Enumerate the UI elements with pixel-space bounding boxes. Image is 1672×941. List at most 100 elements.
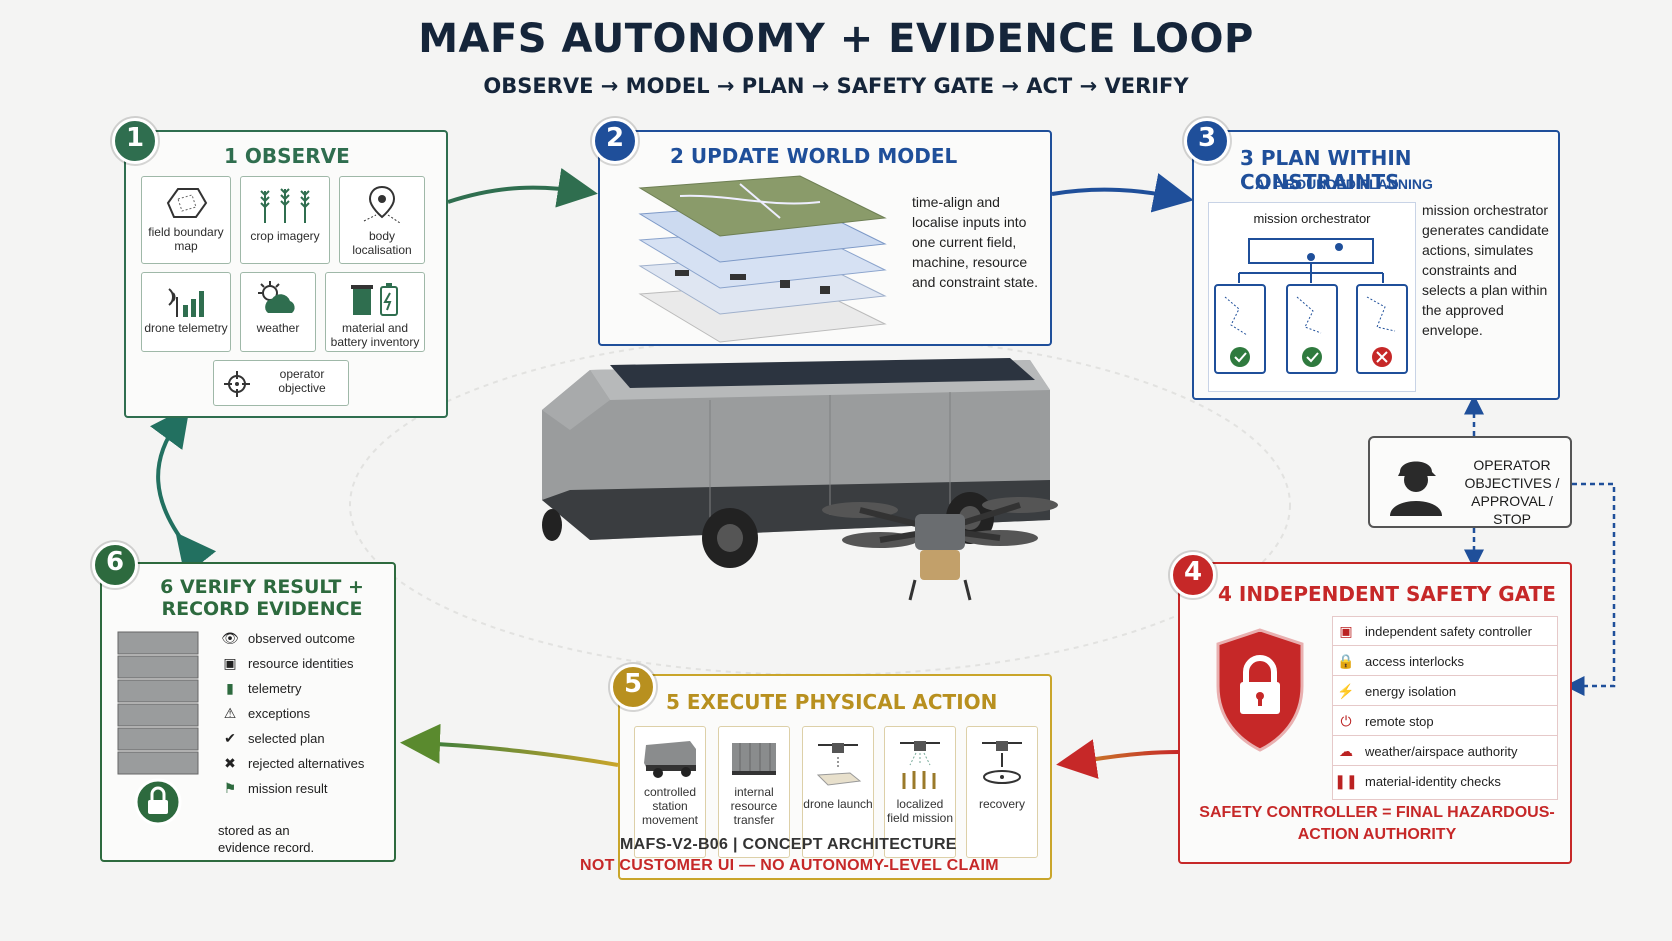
arrow-safety-to-execute <box>1056 739 1179 779</box>
exec-tile-label: drone launch <box>803 797 873 811</box>
safety-item: ▣independent safety controller <box>1333 617 1557 646</box>
page-title: MAFS AUTONOMY + EVIDENCE LOOP <box>418 16 1254 62</box>
exec-tile-drone-launch: drone launch <box>802 726 874 858</box>
power-icon: ⏻ <box>1340 712 1352 729</box>
safety-item-label: material-identity checks <box>1365 773 1501 789</box>
warning-icon: ⚠ <box>223 704 237 721</box>
safety-item: ☁ weather/airspace authority <box>1333 737 1557 766</box>
arrow-verify-to-observe <box>150 405 217 577</box>
tile-label: material and battery inventory <box>330 321 420 349</box>
safety-list: ▣independent safety controller 🔒 access i… <box>1332 616 1558 800</box>
exec-tile-label: controlled station movement <box>641 785 699 827</box>
weather-icon <box>258 281 295 313</box>
safety-item: ⏻remote stop <box>1333 707 1557 736</box>
tile-label: operator objective <box>278 367 326 395</box>
safety-item-label: access interlocks <box>1365 653 1464 669</box>
verify-item: ⚑ mission result <box>218 776 386 800</box>
plan-title: 3 PLAN WITHIN CONSTRAINTS <box>1240 146 1412 194</box>
observe-card: 1 OBSERVE field boundary map crop imager… <box>124 130 448 418</box>
verify-item-label: exceptions <box>248 705 311 721</box>
verify-item: ⚠ exceptions <box>218 701 386 725</box>
drone-recovery-icon <box>982 741 1022 784</box>
exec-tile-label: localized field mission <box>886 797 954 825</box>
tile-label: field boundary map <box>148 225 224 253</box>
verify-item: ▣ resource identities <box>218 651 386 675</box>
field-boundary-icon <box>166 188 208 218</box>
arrow-operator-stop-loop <box>1564 482 1616 696</box>
lock-icon: 🔒 <box>1337 652 1355 669</box>
shield-lock-icon <box>1216 628 1304 752</box>
tile-material-battery: material and battery inventory <box>325 272 425 352</box>
verify-title: 6 VERIFY RESULT + RECORD EVIDENCE <box>160 576 364 620</box>
observe-badge: 1 <box>112 118 158 164</box>
tile-label: crop imagery <box>250 229 320 243</box>
plan-subtitle: AI = BOUNDED PLANNING <box>1255 176 1433 192</box>
footer-disclaimer: NOT CUSTOMER UI — NO AUTONOMY-LEVEL CLAI… <box>580 857 999 874</box>
tile-weather: weather <box>240 272 316 352</box>
cloud-icon: ☁ <box>1339 742 1353 759</box>
container-icon <box>732 743 776 775</box>
tile-operator-objective: operator objective <box>213 360 349 406</box>
verify-card: 6 VERIFY RESULT + RECORD EVIDENCE 👁obser… <box>100 562 396 862</box>
tile-crop-imagery: crop imagery <box>240 176 330 264</box>
verify-item: ✔selected plan <box>218 726 386 750</box>
world-model-layers <box>638 175 887 343</box>
safety-item-label: weather/airspace authority <box>1365 743 1518 759</box>
tile-label: weather <box>256 321 300 335</box>
battery-icon <box>351 283 398 316</box>
verify-item: ▮telemetry <box>218 676 386 700</box>
model-description: time-align and localise inputs into one … <box>912 194 1039 290</box>
vehicle-drone-illustration <box>542 358 1058 601</box>
safety-item: 🔒 access interlocks <box>1333 647 1557 676</box>
safety-item-label: energy isolation <box>1365 683 1457 699</box>
safety-badge: 4 <box>1170 552 1216 598</box>
verify-item-label: rejected alternatives <box>248 755 365 771</box>
plan-approved-icon <box>1302 347 1322 367</box>
orchestrator-diagram <box>1214 238 1408 374</box>
page-subtitle: OBSERVE → MODEL → PLAN → SAFETY GATE → A… <box>483 74 1189 98</box>
location-pin-icon <box>363 185 401 224</box>
plan-approved-icon <box>1230 347 1250 367</box>
operator-box: OPERATOR OBJECTIVES / APPROVAL / STOP <box>1368 436 1572 528</box>
drone-launch-icon <box>816 743 862 786</box>
tile-label: drone telemetry <box>144 321 228 335</box>
safety-item: ⚡energy isolation <box>1333 677 1557 706</box>
plan-card: 3 PLAN WITHIN CONSTRAINTS AI = BOUNDED P… <box>1192 130 1560 400</box>
footer-architecture-id: MAFS-V2-B06 | CONCEPT ARCHITECTURE <box>620 836 957 853</box>
verify-badge: 6 <box>92 542 138 588</box>
crosshair-icon <box>224 371 250 397</box>
drone-spray-icon <box>900 741 940 789</box>
tile-field-boundary: field boundary map <box>141 176 231 264</box>
safety-card: 4 INDEPENDENT SAFETY GATE ▣independent s… <box>1178 562 1572 864</box>
verify-item: ✖ rejected alternatives <box>218 751 386 775</box>
orchestrator-panel: mission orchestrator <box>1208 202 1416 392</box>
eye-icon: 👁 <box>221 629 239 646</box>
orchestrator-label: mission orchestrator <box>1253 211 1371 226</box>
verify-item-label: resource identities <box>248 655 354 671</box>
tile-body-localisation: body localisation <box>339 176 425 264</box>
plan-badge: 3 <box>1184 118 1230 164</box>
tile-drone-telemetry: drone telemetry <box>141 272 231 352</box>
exec-tile-label: internal resource transfer <box>730 785 778 827</box>
chip-icon: ▣ <box>1339 622 1353 639</box>
vehicle-icon <box>644 741 696 778</box>
verify-list: 👁observed outcome ▣ resource identities ▮… <box>218 626 386 808</box>
model-title: 2 UPDATE WORLD MODEL <box>670 144 958 168</box>
safety-item: ❚❚ material-identity checks <box>1333 767 1557 795</box>
verify-footer: stored as an evidence record. <box>218 823 315 855</box>
arrow-observe-to-model <box>447 168 598 208</box>
verify-item-label: mission result <box>248 780 328 796</box>
model-card: 2 UPDATE WORLD MODEL time-align and loca… <box>598 130 1052 346</box>
flag-icon: ⚑ <box>223 779 237 796</box>
x-circle-icon: ✖ <box>224 754 236 771</box>
operator-label: OPERATOR OBJECTIVES / APPROVAL / STOP <box>1464 457 1560 527</box>
exec-tile-recovery: recovery <box>966 726 1038 858</box>
server-rack-icon <box>117 631 199 826</box>
cube-icon: ▣ <box>223 654 237 671</box>
barcode-icon: ❚❚ <box>1334 772 1358 789</box>
execute-title: 5 EXECUTE PHYSICAL ACTION <box>666 690 998 714</box>
arrow-execute-to-verify <box>400 723 619 767</box>
execute-card: 5 EXECUTE PHYSICAL ACTION controlled sta… <box>618 674 1052 880</box>
safety-footer: SAFETY CONTROLLER = FINAL HAZARDOUS-ACTI… <box>1199 804 1555 843</box>
verify-item: 👁observed outcome <box>218 626 386 650</box>
